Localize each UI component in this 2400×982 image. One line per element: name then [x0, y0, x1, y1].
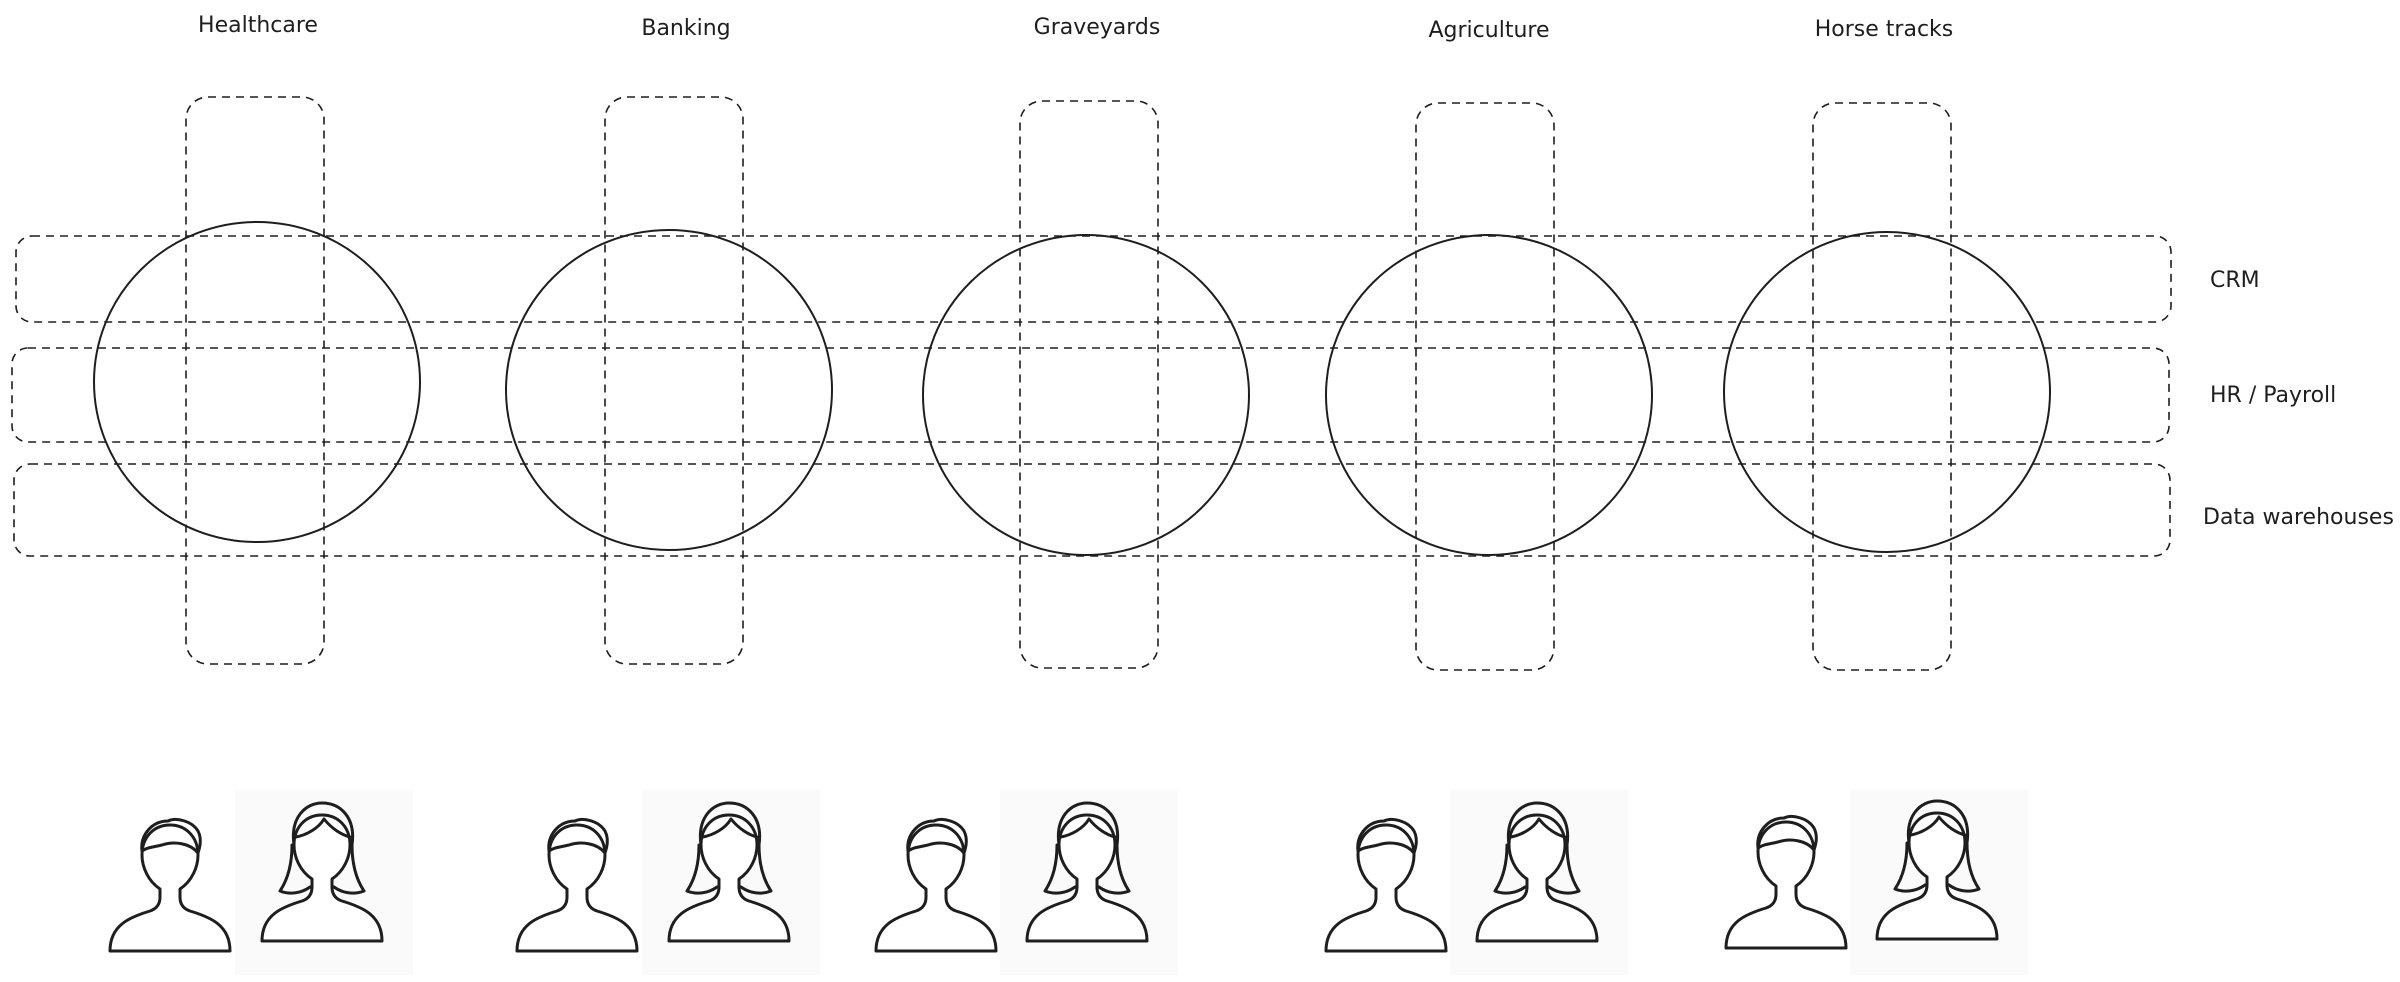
male-person-icon — [1724, 814, 1848, 950]
column-label-horse-tracks: Horse tracks — [1815, 17, 1954, 42]
column-label-graveyards: Graveyards — [1034, 15, 1161, 40]
male-person-icon — [515, 817, 639, 953]
row-label-hr-payroll: HR / Payroll — [2210, 383, 2336, 408]
people-group-graveyards — [874, 790, 1178, 975]
people-group-horse-tracks — [1724, 790, 2028, 975]
column-box-banking — [604, 96, 744, 665]
column-label-healthcare: Healthcare — [198, 13, 318, 38]
row-box-crm — [15, 235, 2172, 323]
column-label-agriculture: Agriculture — [1429, 18, 1550, 43]
male-person-icon — [108, 817, 232, 953]
circle-banking — [505, 229, 833, 551]
circle-healthcare — [93, 221, 421, 543]
row-label-data-warehouses: Data warehouses — [2203, 505, 2394, 530]
row-box-data-warehouses — [13, 463, 2171, 557]
male-person-icon — [1324, 817, 1448, 953]
people-group-banking — [515, 790, 820, 975]
row-box-hr-payroll — [11, 347, 2170, 443]
column-box-agriculture — [1415, 102, 1555, 671]
column-label-banking: Banking — [641, 16, 730, 41]
circle-graveyards — [922, 234, 1250, 556]
row-label-crm: CRM — [2210, 268, 2260, 293]
column-box-healthcare — [185, 96, 325, 665]
people-group-healthcare — [108, 790, 413, 975]
male-person-icon — [874, 817, 998, 953]
column-box-graveyards — [1019, 100, 1159, 669]
column-box-horse-tracks — [1812, 102, 1952, 671]
people-group-agriculture — [1324, 790, 1628, 975]
circle-agriculture — [1325, 234, 1653, 556]
circle-horse-tracks — [1723, 231, 2051, 553]
